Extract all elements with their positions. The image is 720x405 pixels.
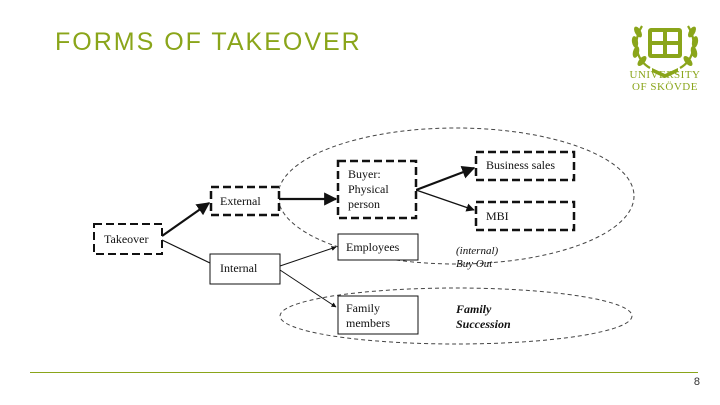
external-box: [209, 185, 281, 217]
internal-buyout-label-line1: (internal): [456, 245, 498, 257]
employees-box: [337, 233, 419, 261]
takeover-label: Takeover: [104, 232, 148, 246]
takeover-box: [93, 223, 163, 255]
business-sales-box: [474, 150, 576, 182]
employees-label: Employees: [346, 240, 400, 254]
page-title: FORMS OF TAKEOVER: [55, 28, 362, 56]
family-succession-label-line2: Succession: [456, 317, 511, 331]
mbi-box: [474, 200, 576, 232]
family-group-ellipse: [279, 287, 633, 345]
family-succession-label-line1: Family: [455, 302, 492, 316]
family-members-box: [337, 295, 419, 335]
buyer-box: [336, 159, 418, 220]
mbi-label: MBI: [486, 209, 509, 223]
arrow-takeover-external: [161, 202, 211, 237]
internal-buyout-label-line2: Buy Out: [456, 258, 493, 270]
arrow-buyer-business-sales: [415, 166, 476, 192]
external-group-ellipse: [277, 127, 635, 265]
family-members-label-line2: members: [346, 316, 390, 330]
arrow-internal-family: [279, 269, 337, 308]
buyer-label-line3: person: [348, 197, 380, 211]
arrow-internal-employees: [279, 246, 337, 267]
external-label: External: [220, 194, 261, 208]
footer-divider: [30, 372, 698, 373]
page-number: 8: [693, 376, 700, 388]
logo-text-line2: OF SKÖVDE: [632, 81, 698, 93]
line-takeover-internal: [161, 239, 211, 264]
internal-box: [209, 253, 281, 285]
logo-text-line1: UNIVERSITY: [629, 69, 701, 81]
buyer-label-line2: Physical: [348, 182, 389, 196]
internal-label: Internal: [220, 261, 258, 275]
business-sales-label: Business sales: [486, 158, 555, 172]
family-members-label-line1: Family: [346, 301, 380, 315]
university-logo: [631, 25, 699, 78]
arrow-buyer-mbi: [415, 189, 475, 212]
buyer-label-line1: Buyer:: [348, 167, 381, 181]
